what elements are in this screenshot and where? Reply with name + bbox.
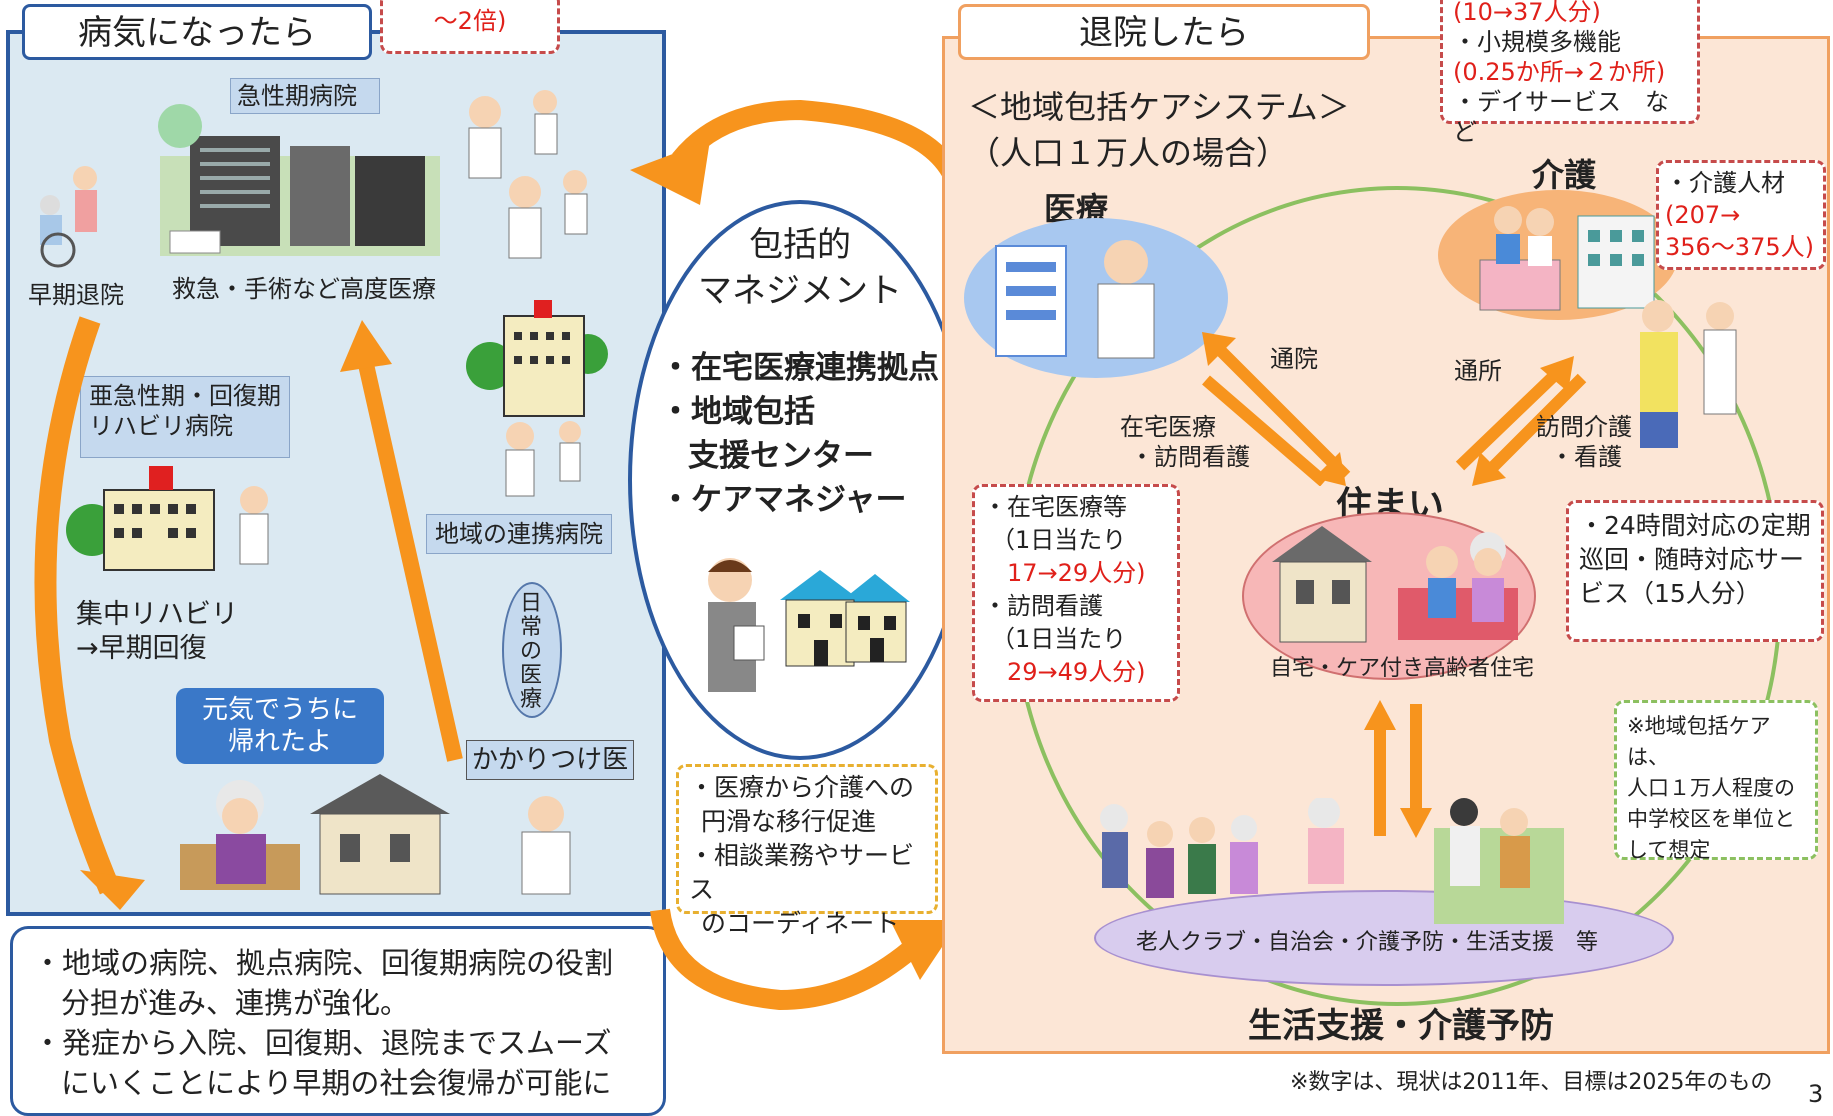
family-doctor-illustration	[521, 796, 571, 895]
bubble-line2: 帰れたよ	[227, 727, 332, 757]
scope-callout-line4: して想定	[1627, 838, 1711, 862]
daily-medical-oval	[502, 582, 562, 718]
subacute-hospital-line1: 亜急性期・回復期	[89, 382, 281, 410]
home-callout-line6: 29→49人分)	[1007, 658, 1146, 686]
subacute-hospital-line2: リハビリ病院	[89, 412, 233, 440]
note-line1: ・地域の病院、拠点病院、回復期病院の役割	[33, 946, 614, 980]
intensive-rehab-line1: 集中リハビリ	[76, 599, 238, 630]
home-callout-line3: 17→29人分)	[1007, 559, 1146, 587]
scope-callout-line2: 人口１万人程度の	[1627, 776, 1795, 800]
home-return-illustration	[180, 774, 450, 895]
scope-callout: ※地域包括ケアは、 人口１万人程度の 中学校区を単位と して想定	[1614, 700, 1818, 862]
family-doctor-label: かかりつけ医	[466, 740, 634, 780]
right-top-callout: (10→37人分) ・小規模多機能 (0.25か所→２か所) ・デイサービス な…	[1440, 0, 1700, 146]
left-flow-arrows	[34, 316, 463, 910]
care-staff-line1: ・介護人材	[1665, 169, 1785, 197]
wheelchair-patient-illustration	[40, 166, 97, 268]
home-medical-callout: ・在宅医療等 （1日当たり 17→29人分) ・訪問看護 （1日当たり 29→4…	[972, 484, 1180, 702]
care-label: 介護	[1532, 156, 1597, 194]
round-callout-line3: ビス（15人分）	[1579, 579, 1761, 608]
care-facility-illustration	[1479, 206, 1655, 311]
care-worker-illustration	[1640, 300, 1737, 448]
visit-care-line2: ・看護	[1550, 443, 1622, 471]
round-callout-line1: ・24時間対応の定期	[1579, 511, 1811, 540]
right-tab: 退院したら	[958, 4, 1370, 60]
right-top-callout-line4: ・デイサービス など	[1453, 88, 1669, 146]
visit-care-line1: 訪問介護	[1536, 413, 1632, 441]
housing-illustration	[1272, 526, 1518, 643]
life-support-arrows	[1364, 700, 1432, 838]
clinic-doctor-illustration	[995, 240, 1155, 359]
care-manager-illustration	[708, 558, 910, 692]
scope-callout-line3: 中学校区を単位と	[1627, 807, 1795, 831]
management-title-line1: 包括的	[749, 225, 851, 265]
management-title: 包括的 マネジメント	[640, 222, 960, 314]
intensive-rehab-line2: →早期回復	[76, 633, 207, 664]
home-medical-line1: 在宅医療	[1120, 413, 1216, 441]
home-callout-line2: （1日当たり	[991, 526, 1127, 554]
management-item-support-center: 支援センター	[688, 438, 874, 474]
management-title-line2: マネジメント	[698, 271, 902, 311]
system-title-line1: ＜地域包括ケアシステム＞	[968, 88, 1350, 126]
system-title: ＜地域包括ケアシステム＞ （人口１万人の場合）	[968, 84, 1350, 176]
daily-medical-label: 日常の医療	[520, 591, 543, 712]
home-medical-line2: ・訪問看護	[1130, 443, 1250, 471]
life-support-title: 生活支援・介護予防	[1248, 1006, 1554, 1046]
day-service-label: 通所	[1454, 357, 1502, 385]
left-top-callout: ～2倍)	[380, 0, 560, 54]
page-number: 3	[1808, 1080, 1824, 1108]
management-callout-line1: ・医療から介護への	[689, 773, 915, 802]
regional-hospital-label: 地域の連携病院	[426, 514, 612, 554]
housing-caption: 自宅・ケア付き高齢者住宅	[1270, 656, 1535, 681]
community-people-illustration	[1100, 798, 1564, 924]
note-line2: 分担が進み、連携が強化。	[61, 986, 410, 1020]
management-items: ・在宅医療連携拠点 ・地域包括 支援センター ・ケアマネジャー	[660, 346, 970, 522]
care-staff-callout: ・介護人材 (207→ 356～375人)	[1656, 160, 1826, 270]
right-top-callout-line1: (10→37人分)	[1453, 0, 1601, 26]
emergency-caption: 救急・手術など高度医療	[172, 275, 436, 303]
bottom-note: ・地域の病院、拠点病院、回復期病院の役割 分担が進み、連携が強化。 ・発症から入…	[10, 926, 666, 1116]
management-callout-line3: ・相談業務やサービス	[689, 841, 915, 904]
life-support-caption: 老人クラブ・自治会・介護予防・生活支援 等	[1136, 930, 1599, 955]
home-medical-label: 在宅医療 ・訪問看護	[1120, 412, 1250, 472]
home-callout-line5: （1日当たり	[991, 625, 1127, 653]
outpatient-label: 通院	[1270, 345, 1318, 373]
intensive-rehab-label: 集中リハビリ →早期回復	[76, 598, 238, 666]
scope-callout-line1: ※地域包括ケアは、	[1627, 714, 1771, 769]
speech-bubble: 元気でうちに 帰れたよ	[176, 688, 384, 764]
early-discharge-label: 早期退院	[28, 281, 124, 309]
subacute-hospital-label: 亜急性期・回復期 リハビリ病院	[80, 376, 290, 458]
regional-hospital-illustration	[466, 300, 608, 497]
system-title-line2: （人口１万人の場合）	[968, 134, 1289, 172]
care-service-arrows	[1455, 356, 1587, 486]
management-callout-line4: のコーディネート	[701, 909, 900, 938]
left-tab: 病気になったら	[22, 4, 372, 60]
round-callout-line2: 巡回・随時対応サー	[1579, 545, 1805, 574]
right-top-callout-line2: ・小規模多機能	[1453, 28, 1621, 56]
rehab-hospital-illustration	[66, 466, 269, 571]
bubble-line1: 元気でうちに	[201, 695, 358, 725]
home-callout-line1: ・在宅医療等	[983, 493, 1127, 521]
management-item-home-medical: ・在宅医療連携拠点	[660, 350, 939, 386]
medical-staff-illustration	[468, 90, 588, 259]
visit-care-label: 訪問介護 ・看護	[1536, 412, 1632, 472]
acute-hospital-label: 急性期病院	[230, 78, 380, 114]
management-callout: ・医療から介護への 円滑な移行促進 ・相談業務やサービス のコーディネート	[676, 764, 938, 938]
management-item-care-manager: ・ケアマネジャー	[660, 482, 907, 518]
life-support-oval	[1094, 890, 1674, 986]
management-callout-line2: 円滑な移行促進	[701, 807, 877, 836]
home-medical-arrows	[1202, 332, 1351, 486]
right-top-callout-line3: (0.25か所→２か所)	[1453, 58, 1666, 86]
acute-hospital-illustration	[158, 104, 440, 256]
round-service-callout: ・24時間対応の定期 巡回・随時対応サー ビス（15人分）	[1566, 500, 1824, 642]
note-line3: ・発症から入院、回復期、退院までスムーズ	[33, 1026, 612, 1060]
care-staff-line2: (207→	[1665, 201, 1741, 229]
care-staff-line3: 356～375人)	[1665, 233, 1814, 261]
home-callout-line4: ・訪問看護	[983, 592, 1103, 620]
note-line4: にいくことにより早期の社会復帰が可能に	[61, 1066, 612, 1100]
footer-note: ※数字は、現状は2011年、目標は2025年のもの	[1290, 1070, 1773, 1095]
management-item-regional: ・地域包括	[660, 394, 815, 430]
